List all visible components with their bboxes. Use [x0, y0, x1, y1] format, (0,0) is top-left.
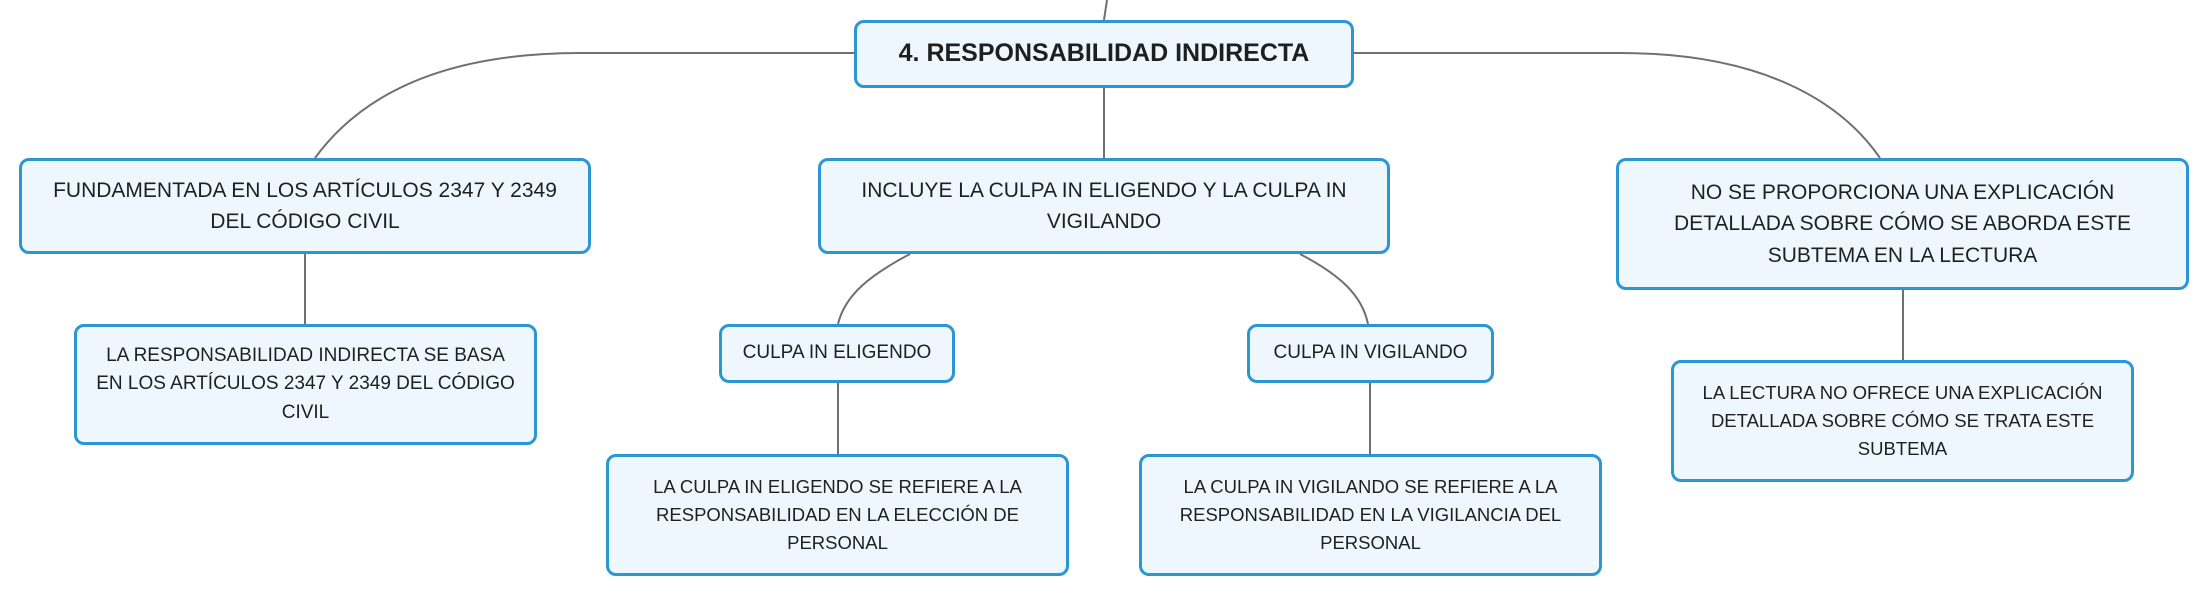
branch-incluye-label: INCLUYE LA CULPA IN ELIGENDO Y LA CULPA …: [861, 178, 1347, 234]
branch-no-se-proporciona-label: NO SE PROPORCIONA UNA EXPLICACIÓN DETALL…: [1673, 180, 2132, 267]
connector-root-right: [1354, 52, 1881, 159]
connector-root-parent: [1103, 0, 1108, 21]
detail-no-se-proporciona-label: LA LECTURA NO OFRECE UNA EXPLICACIÓN DET…: [1702, 382, 2103, 459]
subtopic-culpa-in-eligendo[interactable]: CULPA IN ELIGENDO: [719, 324, 955, 383]
detail-fundamentada[interactable]: LA RESPONSABILIDAD INDIRECTA SE BASA EN …: [74, 324, 537, 445]
branch-fundamentada[interactable]: FUNDAMENTADA EN LOS ARTÍCULOS 2347 Y 234…: [19, 158, 591, 254]
connector-root-left: [314, 52, 854, 159]
branch-incluye[interactable]: INCLUYE LA CULPA IN ELIGENDO Y LA CULPA …: [818, 158, 1390, 254]
detail-culpa-in-eligendo[interactable]: LA CULPA IN ELIGENDO SE REFIERE A LA RES…: [606, 454, 1069, 576]
detail-fundamentada-label: LA RESPONSABILIDAD INDIRECTA SE BASA EN …: [96, 344, 515, 423]
subtopic-culpa-in-vigilando-label: CULPA IN VIGILANDO: [1273, 342, 1468, 364]
branch-fundamentada-label: FUNDAMENTADA EN LOS ARTÍCULOS 2347 Y 234…: [53, 178, 557, 234]
connector-middle-vigilando: [1299, 253, 1369, 325]
root-topic[interactable]: 4. RESPONSABILIDAD INDIRECTA: [854, 20, 1354, 88]
connector-middle-eligendo: [837, 253, 911, 325]
detail-culpa-in-vigilando-label: LA CULPA IN VIGILANDO SE REFIERE A LA RE…: [1179, 476, 1562, 553]
root-topic-label: 4. RESPONSABILIDAD INDIRECTA: [898, 39, 1310, 68]
subtopic-culpa-in-eligendo-label: CULPA IN ELIGENDO: [742, 342, 932, 364]
detail-culpa-in-eligendo-label: LA CULPA IN ELIGENDO SE REFIERE A LA RES…: [653, 476, 1022, 553]
branch-no-se-proporciona[interactable]: NO SE PROPORCIONA UNA EXPLICACIÓN DETALL…: [1616, 158, 2189, 290]
detail-no-se-proporciona[interactable]: LA LECTURA NO OFRECE UNA EXPLICACIÓN DET…: [1671, 360, 2134, 482]
detail-culpa-in-vigilando[interactable]: LA CULPA IN VIGILANDO SE REFIERE A LA RE…: [1139, 454, 1602, 576]
subtopic-culpa-in-vigilando[interactable]: CULPA IN VIGILANDO: [1247, 324, 1494, 383]
